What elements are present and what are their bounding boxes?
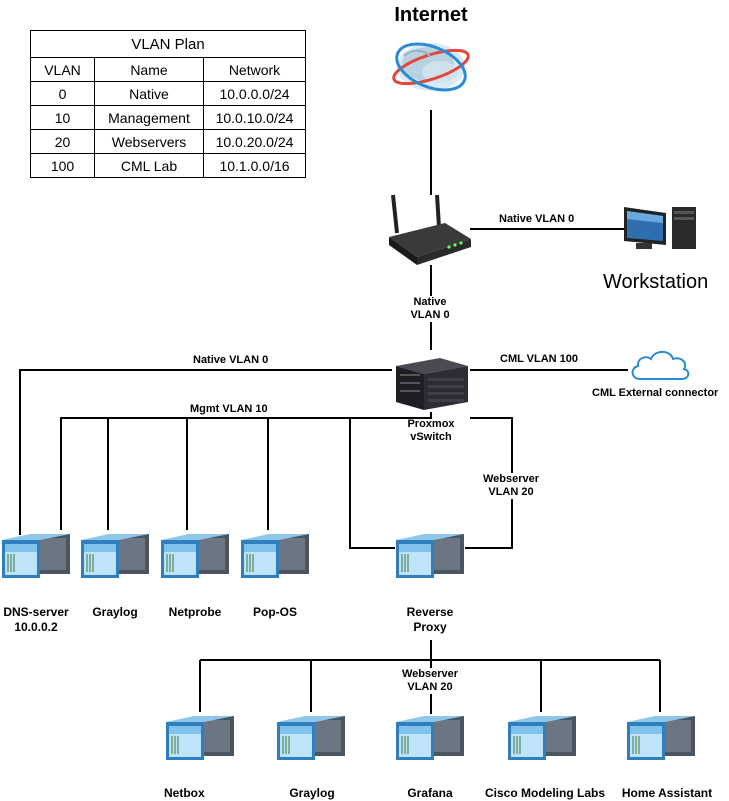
link-label-line: VLAN 0 [410,309,450,321]
table-cell: 20 [30,129,95,154]
vm-label-netprobe: Netprobe [168,605,222,619]
link-label-native: Native VLAN 0 [193,354,269,366]
vlan-table-title: VLAN Plan [30,30,306,58]
vlan-table-header: VLAN [30,57,95,82]
table-cell: 10.1.0.0/16 [203,153,306,178]
vm-grafana-icon [394,712,466,767]
link-label-router-down: Native VLAN 0 [404,296,456,322]
link-label-cml: CML VLAN 100 [500,353,579,366]
link-label-webserver-bus: Webserver VLAN 20 [398,668,462,694]
proxmox-label-line: Proxmox [407,418,455,430]
vm-label-graylog: Graylog [92,605,138,619]
vlan-table-header: Network [203,57,306,82]
link-label-line: Native [413,296,447,308]
table-cell: Native [94,81,204,106]
vm-label-grafana: Grafana [407,786,453,800]
vm-graylog-2-icon [275,712,347,767]
vm-label-pop-os: Pop-OS [253,605,297,619]
vm-home-assistant-icon [625,712,697,767]
vm-label-dns-server: DNS-server 10.0.0.2 [0,605,72,635]
proxmox-label: Proxmox vSwitch [400,418,462,444]
vm-label-cisco-modeling-labs: Cisco Modeling Labs [484,786,605,800]
vm-label-netbox: Netbox [164,786,205,800]
internet-globe-icon [392,42,470,92]
link-label-mgmt: Mgmt VLAN 10 [190,403,268,415]
vlan-table-header: Name [94,57,204,82]
link-label-line: VLAN 20 [488,486,534,498]
workstation-icon [624,207,696,249]
vm-dns-server-icon [0,530,72,585]
table-cell: 0 [30,81,95,106]
vm-label-line: Proxy [413,620,447,634]
vm-label-line: DNS-server [3,605,69,619]
vm-netbox-icon [164,712,236,767]
table-row: 20 Webservers 10.0.20.0/24 [30,129,306,154]
table-row: 100 CML Lab 10.1.0.0/16 [30,153,306,178]
vm-label-reverse-proxy: Reverse Proxy [394,605,466,635]
vm-label-graylog-2: Graylog [289,786,335,800]
vm-reverse-proxy-icon [394,530,466,585]
link-label-line: Webserver [401,668,459,680]
vlan-plan-table: VLAN Plan VLAN Name Network 0 Native 10.… [30,30,306,178]
router-icon [389,194,471,265]
link-label-line: Webserver [482,473,540,485]
vm-graylog-icon [79,530,151,585]
table-cell: 10 [30,105,95,130]
proxmox-server-icon [396,358,468,410]
table-cell: Webservers [94,129,204,154]
internet-title: Internet [394,4,468,26]
vm-pop-os-icon [239,530,311,585]
table-cell: 10.0.10.0/24 [203,105,306,130]
table-row: 0 Native 10.0.0.0/24 [30,81,306,106]
table-cell: CML Lab [94,153,204,178]
link-label-workstation: Native VLAN 0 [499,213,575,226]
proxmox-label-line: vSwitch [410,431,452,443]
table-row: 10 Management 10.0.10.0/24 [30,105,306,130]
table-cell: 100 [30,153,95,178]
workstation-label: Workstation [603,271,709,293]
cloud-icon [631,350,690,380]
table-cell: Management [94,105,204,130]
table-cell: 10.0.0.0/24 [203,81,306,106]
vm-label-line: Reverse [406,605,454,619]
table-cell: 10.0.20.0/24 [203,129,306,154]
vm-label-home-assistant: Home Assistant [621,786,713,800]
vm-cisco-modeling-labs-icon [506,712,578,767]
vm-netprobe-icon [159,530,231,585]
vm-label-line: 10.0.0.2 [14,620,58,634]
link-label-line: VLAN 20 [407,681,453,693]
cml-connector-label: CML External connector [592,387,719,399]
link-label-webserver-proxy: Webserver VLAN 20 [481,473,541,499]
